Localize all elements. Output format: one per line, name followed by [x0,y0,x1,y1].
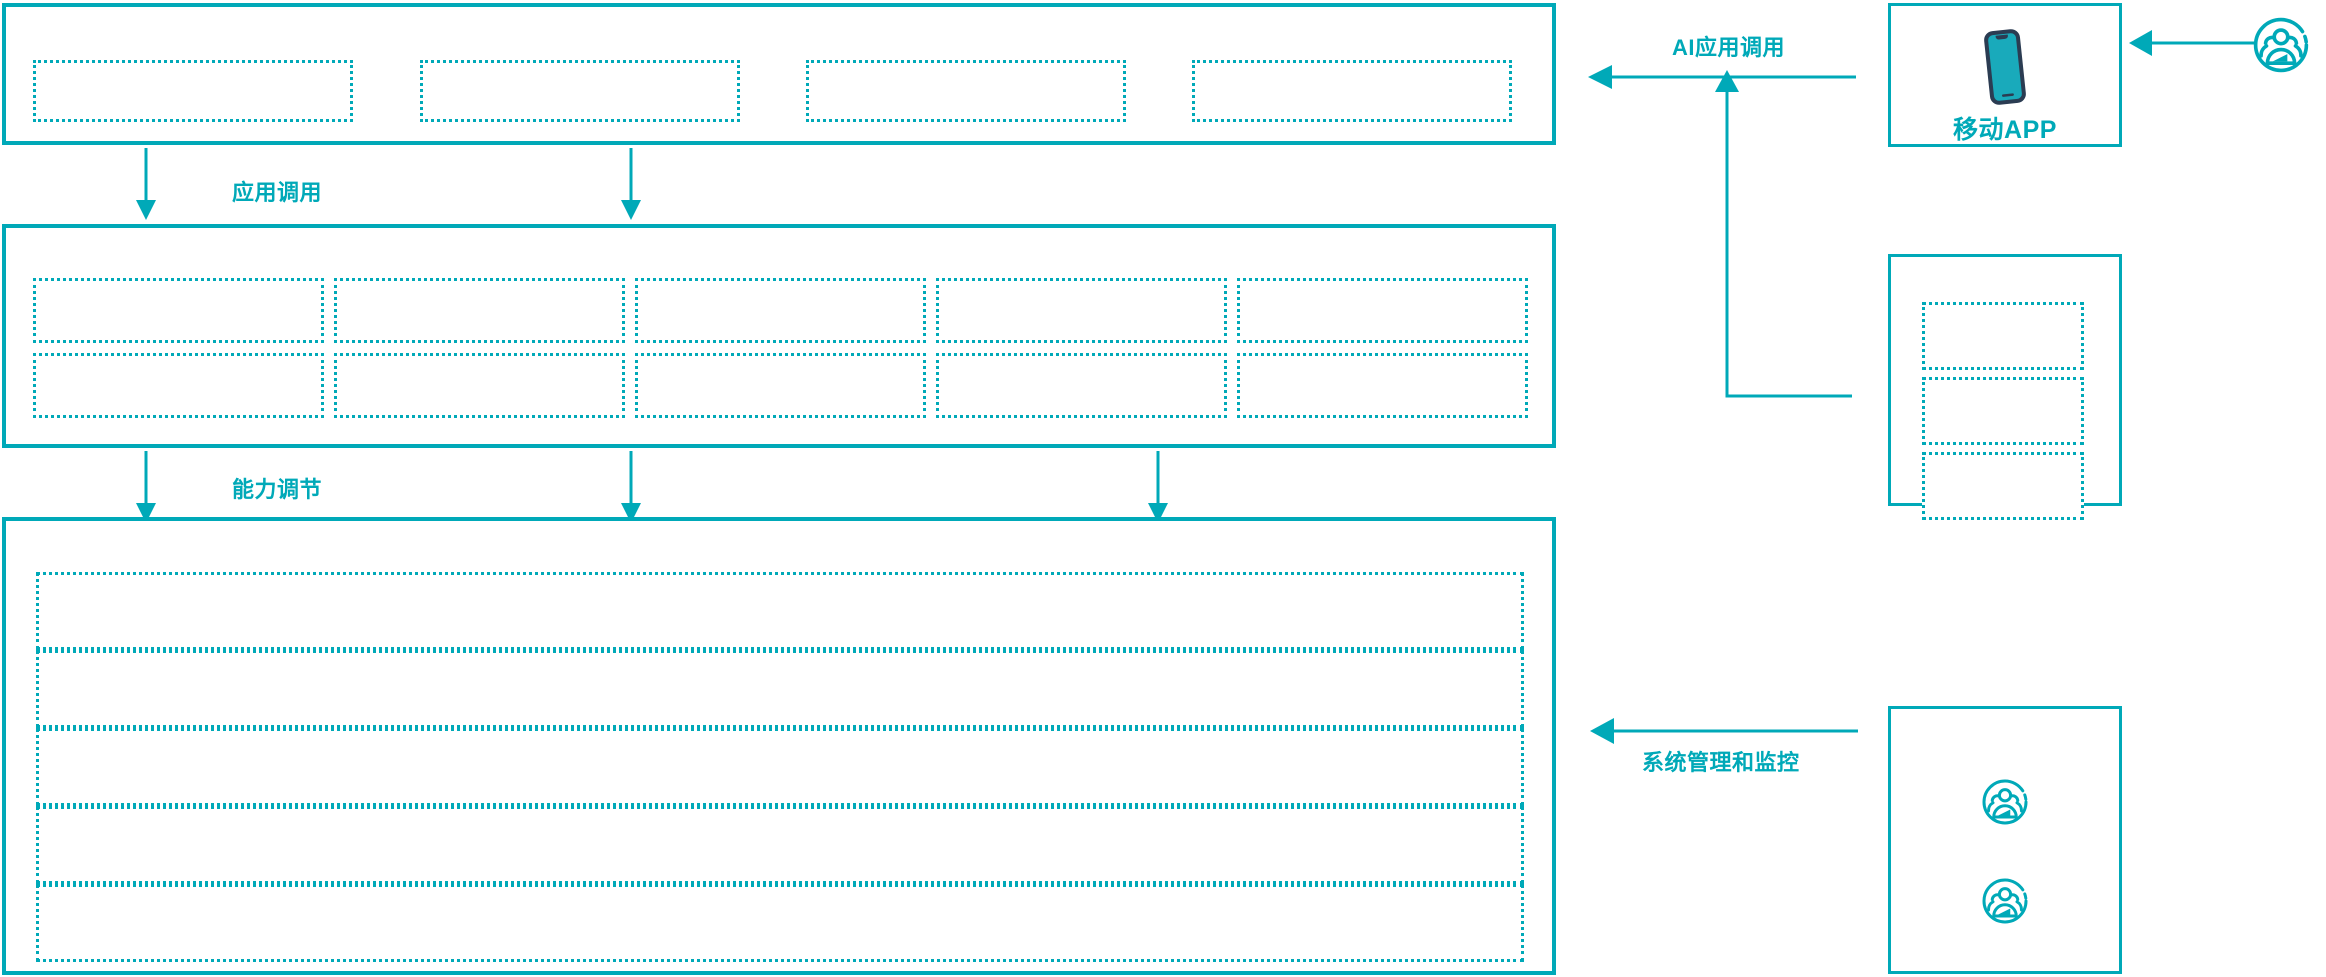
infrastructure-slot-3[interactable] [36,728,1524,806]
mobile-app-panel-label: 移动APP [1953,116,2057,144]
infrastructure-slot-4[interactable] [36,806,1524,884]
capability-slot-8[interactable] [635,353,926,418]
app-invoke-arrow-right [621,148,641,220]
infrastructure-slot-2[interactable] [36,650,1524,728]
capability-slot-2[interactable] [334,278,625,343]
application-slot-1[interactable] [33,60,353,122]
operations-user-group-icon-2 [1981,877,2029,925]
capability-slot-5[interactable] [1237,278,1528,343]
end-user-group-icon [2252,16,2310,74]
capability-slot-9[interactable] [936,353,1227,418]
capability-slot-7[interactable] [334,353,625,418]
smartphone-icon [1978,28,2032,106]
capability-slot-1[interactable] [33,278,324,343]
ai-app-invoke-arrow [1588,65,1856,89]
capability-slot-3[interactable] [635,278,926,343]
channel-slot-3[interactable] [1922,452,2084,520]
capability-slot-10[interactable] [1237,353,1528,418]
channel-slot-1[interactable] [1922,302,2084,370]
app-invoke-label: 应用调用 [232,180,323,205]
infrastructure-slot-5[interactable] [36,884,1524,962]
capability-adjust-arrow-1 [136,451,156,523]
system-monitor-arrow [1590,718,1858,744]
system-monitor-label: 系统管理和监控 [1642,750,1800,775]
capability-adjust-arrow-3 [1148,451,1168,523]
channel-slot-2[interactable] [1922,377,2084,445]
capability-adjust-arrow-2 [621,451,641,523]
capability-adjust-label: 能力调节 [232,477,323,502]
ai-app-invoke-label: AI应用调用 [1672,35,1786,60]
capability-slot-4[interactable] [936,278,1227,343]
infrastructure-slot-1[interactable] [36,572,1524,650]
application-slot-3[interactable] [806,60,1126,122]
end-user-to-mobile-arrow [2129,30,2254,56]
channel-uplink-connector [1715,70,1852,398]
capability-slot-6[interactable] [33,353,324,418]
application-slot-4[interactable] [1192,60,1512,122]
operations-user-group-icon-1 [1981,778,2029,826]
application-slot-2[interactable] [420,60,740,122]
operations-panel[interactable] [1888,706,2122,974]
app-invoke-arrow-left [136,148,156,220]
